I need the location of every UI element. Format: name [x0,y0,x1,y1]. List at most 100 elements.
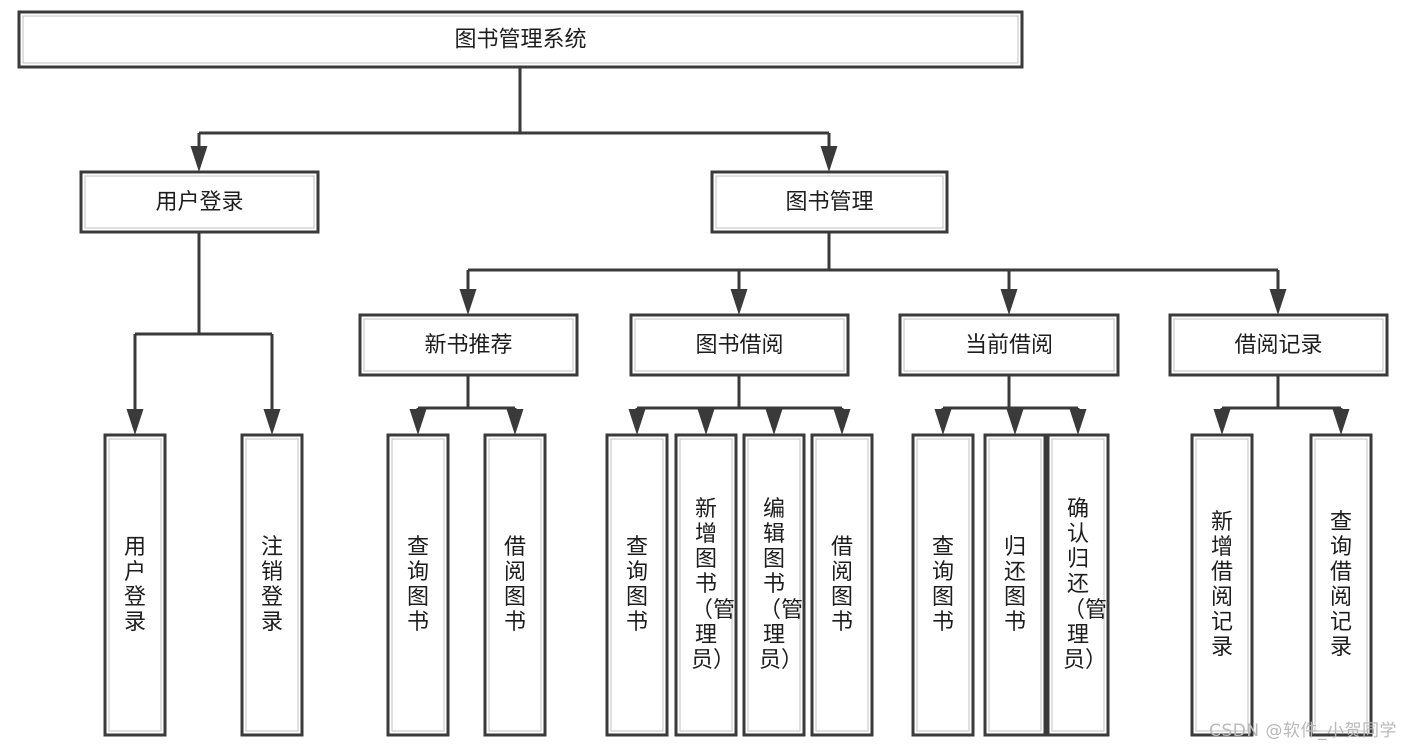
node-box-leaf-add-book [674,433,738,737]
book-manage-to-current-borrow-arrowhead [1000,289,1018,315]
book-borrow-leaf-2-arrowhead [765,409,783,435]
node-label-leaf-borrow-book-rec: 借阅图书 [503,534,526,636]
node-label-wrap-leaf-return-book: 归还图书 [1003,534,1026,636]
node-label-wrap-leaf-add-borrow-record: 新增借阅记录 [1210,509,1233,661]
node-label-leaf-add-book: 新增图书（管理员） [691,497,736,673]
node-box-leaf-borrow-book-rec [483,433,547,737]
root-to-book-manage-arrowhead [820,146,838,172]
node-label-wrap-leaf-query-book-current: 查询图书 [931,534,954,636]
node-leaf-borrow-book[interactable]: 借阅图书 [810,433,874,737]
node-label-current-borrow: 当前借阅 [965,333,1053,358]
node-label-leaf-query-borrow-record: 查询借阅记录 [1329,509,1352,661]
node-label-wrap-leaf-query-book-rec: 查询图书 [406,534,429,636]
node-new-book-recommend[interactable]: 新书推荐 [358,313,579,377]
node-leaf-query-book-borrow[interactable]: 查询图书 [605,433,669,737]
node-box-leaf-query-borrow-record [1309,433,1373,737]
node-leaf-confirm-return[interactable]: 确认归还（管理员） [1046,433,1110,737]
node-box-leaf-borrow-book [810,433,874,737]
node-box-inner-leaf-user-login [108,438,162,732]
node-current-borrow[interactable]: 当前借阅 [898,313,1120,377]
current-borrow-leaf-1-arrowhead [1006,409,1024,435]
node-box-borrow-record [1168,313,1389,377]
node-label-leaf-borrow-book: 借阅图书 [830,534,853,636]
node-label-wrap-leaf-borrow-book: 借阅图书 [830,534,853,636]
node-box-inner-leaf-borrow-book [815,438,869,732]
node-leaf-query-borrow-record[interactable]: 查询借阅记录 [1309,433,1373,737]
node-box-inner-book-borrow [634,318,845,372]
new-book-recommend-leaf-1-arrowhead [506,409,524,435]
node-box-leaf-return-book [983,433,1047,737]
node-leaf-borrow-book-rec[interactable]: 借阅图书 [483,433,547,737]
node-box-book-borrow [629,313,850,377]
node-label-wrap-leaf-user-login: 用户登录 [123,534,146,636]
node-root[interactable]: 图书管理系统 [17,10,1024,69]
node-box-inner-current-borrow [903,318,1115,372]
current-borrow-leaf-0-arrowhead [934,409,952,435]
node-box-leaf-query-book-borrow [605,433,669,737]
user-login-leaf-0-arrowhead [126,409,144,435]
node-leaf-user-login[interactable]: 用户登录 [103,433,167,737]
node-box-leaf-add-borrow-record [1190,433,1254,737]
node-box-inner-borrow-record [1173,318,1384,372]
node-label-leaf-edit-book: 编辑图书（管理员） [759,497,804,673]
node-box-current-borrow [898,313,1120,377]
node-label-leaf-logout: 注销登录 [260,534,283,636]
node-user-login[interactable]: 用户登录 [79,170,320,234]
node-leaf-edit-book[interactable]: 编辑图书（管理员） [742,433,806,737]
node-label-leaf-query-book-current: 查询图书 [931,534,954,636]
node-book-borrow[interactable]: 图书借阅 [629,313,850,377]
book-manage-to-new-book-recommend-arrowhead [459,289,477,315]
book-manage-to-borrow-record-arrowhead [1269,289,1287,315]
node-label-leaf-query-book-borrow: 查询图书 [625,534,648,636]
node-label-leaf-query-book-rec: 查询图书 [406,534,429,636]
node-label-wrap-leaf-confirm-return: 确认归还（管理员） [1063,497,1108,673]
node-leaf-query-book-current[interactable]: 查询图书 [911,433,975,737]
node-book-manage[interactable]: 图书管理 [710,170,949,234]
node-label-wrap-leaf-query-book-borrow: 查询图书 [625,534,648,636]
node-box-new-book-recommend [358,313,579,377]
node-box-leaf-edit-book [742,433,806,737]
root-to-user-login-arrowhead [190,146,208,172]
node-label-leaf-user-login: 用户登录 [123,534,146,636]
node-label-book-borrow: 图书借阅 [695,333,783,358]
node-leaf-logout[interactable]: 注销登录 [240,433,304,737]
watermark-label: CSDN @软件_小贺同学 [1209,721,1397,741]
node-box-inner-leaf-query-borrow-record [1314,438,1368,732]
node-label-leaf-return-book: 归还图书 [1003,534,1026,636]
node-label-leaf-confirm-return: 确认归还（管理员） [1063,497,1108,673]
node-leaf-add-book[interactable]: 新增图书（管理员） [674,433,738,737]
node-box-leaf-confirm-return [1046,433,1110,737]
node-label-wrap-leaf-query-borrow-record: 查询借阅记录 [1329,509,1352,661]
node-box-inner-leaf-borrow-book-rec [488,438,542,732]
node-label-leaf-add-borrow-record: 新增借阅记录 [1210,509,1233,661]
node-leaf-query-book-rec[interactable]: 查询图书 [386,433,450,737]
node-box-inner-leaf-add-borrow-record [1195,438,1249,732]
node-box-leaf-user-login [103,433,167,737]
node-box-inner-leaf-confirm-return [1051,438,1105,732]
node-box-inner-leaf-query-book-current [916,438,970,732]
user-login-leaf-1-arrowhead [263,409,281,435]
node-label-book-manage: 图书管理 [785,190,873,215]
node-borrow-record[interactable]: 借阅记录 [1168,313,1389,377]
node-box-inner-new-book-recommend [363,318,574,372]
book-borrow-leaf-1-arrowhead [697,409,715,435]
node-box-inner-root [22,15,1019,64]
node-box-inner-book-manage [715,175,944,229]
book-manage-to-book-borrow-arrowhead [730,289,748,315]
node-label-wrap-leaf-borrow-book-rec: 借阅图书 [503,534,526,636]
node-box-leaf-logout [240,433,304,737]
current-borrow-leaf-2-arrowhead [1069,409,1087,435]
node-label-borrow-record: 借阅记录 [1234,333,1322,358]
node-label-wrap-leaf-logout: 注销登录 [260,534,283,636]
node-leaf-return-book[interactable]: 归还图书 [983,433,1047,737]
node-label-root: 图书管理系统 [454,28,586,53]
node-label-wrap-leaf-add-book: 新增图书（管理员） [691,497,736,673]
node-box-leaf-query-book-rec [386,433,450,737]
node-box-leaf-query-book-current [911,433,975,737]
node-layer: 图书管理系统用户登录图书管理新书推荐图书借阅当前借阅借阅记录用户登录注销登录查询… [17,10,1389,737]
node-box-inner-leaf-return-book [988,438,1042,732]
book-borrow-leaf-0-arrowhead [628,409,646,435]
node-leaf-add-borrow-record[interactable]: 新增借阅记录 [1190,433,1254,737]
